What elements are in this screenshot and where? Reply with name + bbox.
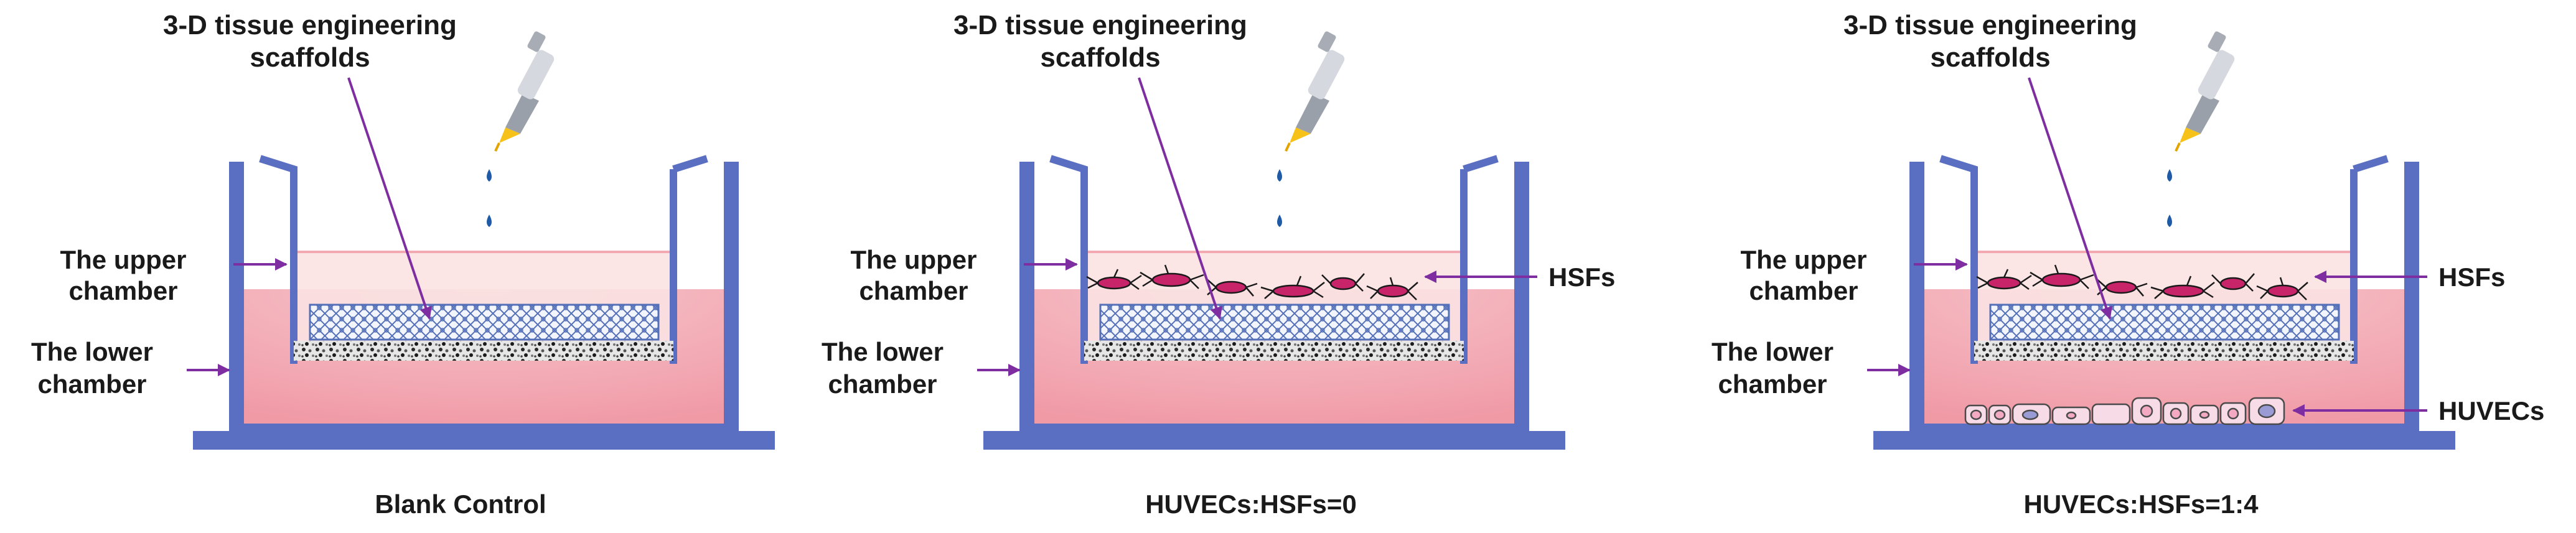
upper-chamber-label-line2: chamber [1749, 276, 1858, 305]
scaffold-label-line2: scaffolds [250, 42, 370, 73]
insert-wall-left [259, 155, 297, 364]
droplet-icon [487, 169, 492, 182]
scaffold-label-line1: 3-D tissue engineering [163, 10, 457, 40]
droplet-icon [1277, 169, 1282, 182]
panel-huvecs-hsfs-1-4: 3-D tissue engineering scaffolds The upp… [1712, 10, 2544, 519]
hsfs-label: HSFs [1548, 262, 1615, 292]
droplet-icon [2167, 215, 2172, 227]
droplet-icon [1277, 215, 1282, 227]
insert-membrane [1084, 341, 1464, 361]
scaffold-label-line2: scaffolds [1040, 42, 1160, 73]
lower-chamber-label-line2: chamber [37, 369, 146, 399]
pipette-icon [2175, 31, 2235, 152]
well-base [1873, 431, 2455, 450]
panel-caption: Blank Control [375, 489, 546, 519]
scaffold-label-line2: scaffolds [1930, 42, 2050, 73]
panel-caption: HUVECs:HSFs=1:4 [2024, 489, 2259, 519]
lower-chamber-label-line1: The lower [822, 337, 944, 366]
pipette-icon [494, 31, 555, 152]
upper-chamber-label-line1: The upper [850, 245, 977, 274]
insert-membrane [294, 341, 673, 361]
droplet-icon [2167, 169, 2172, 182]
upper-chamber-label-line1: The upper [1740, 245, 1866, 274]
insert-wall-right [2350, 155, 2389, 364]
insert-wall-right [1460, 155, 1499, 364]
insert-wall-right [670, 155, 708, 364]
well-base [193, 431, 775, 450]
panel-huvecs-hsfs-0: 3-D tissue engineering scaffolds The upp… [822, 10, 1615, 519]
insert-wall-left [1049, 155, 1088, 364]
hsf-cells [1086, 264, 1418, 300]
pipette-icon [1285, 31, 1345, 152]
panel-blank-control: 3-D tissue engineering scaffolds The upp… [31, 10, 775, 519]
scaffold [1099, 304, 1450, 341]
upper-chamber-label-line1: The upper [60, 245, 186, 274]
huvec-cells [1964, 397, 2285, 425]
scaffold-pointer-arrow [1138, 77, 1222, 320]
insert-wall-left [1939, 155, 1978, 364]
scaffold-label-line1: 3-D tissue engineering [953, 10, 1247, 40]
well-base [983, 431, 1565, 450]
lower-chamber-label-line2: chamber [828, 369, 937, 399]
lower-chamber-label-line1: The lower [31, 337, 153, 366]
upper-chamber-label-line2: chamber [68, 276, 177, 305]
panel-caption: HUVECs:HSFs=0 [1145, 489, 1357, 519]
scaffold-pointer-arrow [347, 77, 432, 320]
scaffold-label-line1: 3-D tissue engineering [1843, 10, 2137, 40]
scaffold [1989, 304, 2340, 341]
huvecs-label: HUVECs [2438, 396, 2544, 425]
hsfs-label: HSFs [2438, 262, 2505, 292]
insert-membrane [1974, 341, 2354, 361]
scaffold [309, 304, 660, 341]
droplet-icon [487, 215, 492, 227]
lower-chamber-label-line1: The lower [1712, 337, 1834, 366]
hsf-cells [1976, 264, 2308, 300]
lower-chamber-label-line2: chamber [1718, 369, 1827, 399]
scaffold-pointer-arrow [2028, 77, 2112, 320]
upper-chamber-label-line2: chamber [859, 276, 968, 305]
